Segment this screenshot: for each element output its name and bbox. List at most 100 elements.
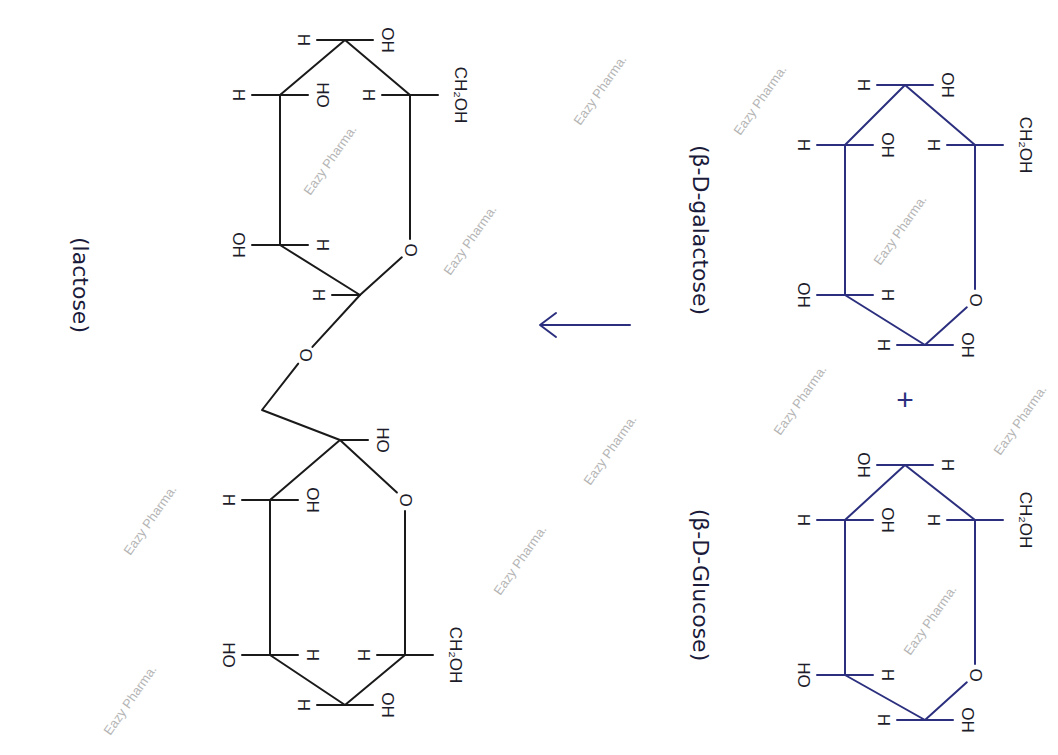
watermark: Eazy Pharma. (581, 413, 638, 487)
substituent-bond (377, 654, 405, 656)
ring-bond (345, 40, 410, 95)
compound-name: (β-D-galactose) (689, 145, 711, 315)
ring-oxygen: O (967, 293, 984, 306)
ring-oxygen: O (297, 348, 314, 361)
substituent-bond (845, 144, 873, 146)
reaction-arrow (541, 324, 630, 326)
substituent-bond (242, 499, 270, 501)
substituent-bond (925, 344, 953, 346)
substituent-bond (242, 654, 270, 656)
ring-oxygen: O (967, 668, 984, 681)
watermark: Eazy Pharma. (441, 203, 498, 277)
atom-label: H (795, 139, 812, 151)
substituent-bond (317, 704, 345, 706)
substituent-bond (405, 654, 433, 656)
ring-bond (845, 675, 925, 720)
ring-bond (905, 465, 975, 520)
substituent-bond (817, 294, 845, 296)
substituent-bond (252, 94, 280, 96)
substituent-bond (817, 519, 845, 521)
ring-bond (844, 145, 846, 295)
arrow-head (540, 313, 556, 337)
substituent-bond (345, 39, 373, 41)
atom-label: H (879, 289, 896, 301)
substituent-bond (280, 244, 308, 246)
atom-label: H (355, 649, 372, 661)
substituent-bond (877, 84, 905, 86)
atom-label: H (230, 89, 247, 101)
substituent-bond (975, 144, 1003, 146)
substituent-bond (897, 344, 925, 346)
substituent-bond (905, 84, 933, 86)
atom-label: OH (939, 72, 956, 98)
atom-label: OH (959, 332, 976, 358)
atom-label: OH (879, 132, 896, 158)
ring-bond (270, 655, 345, 705)
substituent-bond (845, 674, 873, 676)
substituent-bond (345, 704, 373, 706)
substituent-bond (947, 519, 975, 521)
substituent-bond (905, 464, 933, 466)
atom-label: H (875, 714, 892, 726)
substituent-bond (340, 439, 368, 441)
substituent-bond (845, 519, 873, 521)
ring-bond (974, 520, 976, 664)
atom-label: H (875, 339, 892, 351)
ring-bond (345, 655, 405, 705)
ring-bond (280, 40, 345, 95)
atom-label: H (304, 649, 321, 661)
atom-label: H (314, 239, 331, 251)
ring-bond (409, 95, 411, 239)
substituent-bond (817, 674, 845, 676)
atom-label: OH (304, 487, 321, 513)
atom-label: OH (879, 507, 896, 533)
substituent-bond (975, 519, 1003, 521)
substituent-bond (925, 719, 953, 721)
atom-label: HO (314, 82, 331, 108)
ring-bond (974, 145, 976, 289)
atom-label: H (295, 34, 312, 46)
ring-bond (404, 511, 406, 655)
watermark: Eazy Pharma. (491, 523, 548, 597)
atom-label: CH₂OH (447, 627, 464, 684)
watermark: Eazy Pharma. (301, 123, 358, 197)
compound-name: (β-D-Glucose) (689, 509, 711, 662)
atom-label: H (360, 89, 377, 101)
atom-label: H (295, 699, 312, 711)
atom-label: H (855, 79, 872, 91)
watermark: Eazy Pharma. (731, 63, 788, 137)
atom-label: OH (959, 707, 976, 733)
ring-bond (279, 95, 281, 245)
watermark: Eazy Pharma. (571, 53, 628, 127)
atom-label: OH (379, 692, 396, 718)
atom-label: CH₂OH (1017, 117, 1034, 174)
substituent-bond (897, 719, 925, 721)
ring-bond (845, 85, 905, 145)
watermark: Eazy Pharma. (871, 193, 928, 267)
substituent-bond (410, 94, 438, 96)
substituent-bond (817, 144, 845, 146)
substituent-bond (382, 94, 410, 96)
watermark: Eazy Pharma. (121, 483, 178, 557)
watermark: Eazy Pharma. (901, 583, 958, 657)
atom-label: H (879, 669, 896, 681)
atom-label: H (310, 289, 327, 301)
atom-label: H (795, 514, 812, 526)
atom-label: H (220, 494, 237, 506)
atom-label: H (939, 459, 956, 471)
compound-name: (lactose) (69, 237, 91, 333)
atom-label: OH (795, 282, 812, 308)
ring-bond (845, 295, 925, 345)
substituent-bond (280, 94, 308, 96)
substituent-bond (252, 244, 280, 246)
substituent-bond (845, 294, 873, 296)
watermark: Eazy Pharma. (771, 363, 828, 437)
atom-label: OH (230, 232, 247, 258)
atom-label: H (925, 139, 942, 151)
ring-oxygen: O (402, 243, 419, 256)
ring-bond (280, 245, 360, 295)
watermark: Eazy Pharma. (101, 663, 158, 737)
substituent-bond (270, 654, 298, 656)
atom-label: HO (374, 427, 391, 453)
